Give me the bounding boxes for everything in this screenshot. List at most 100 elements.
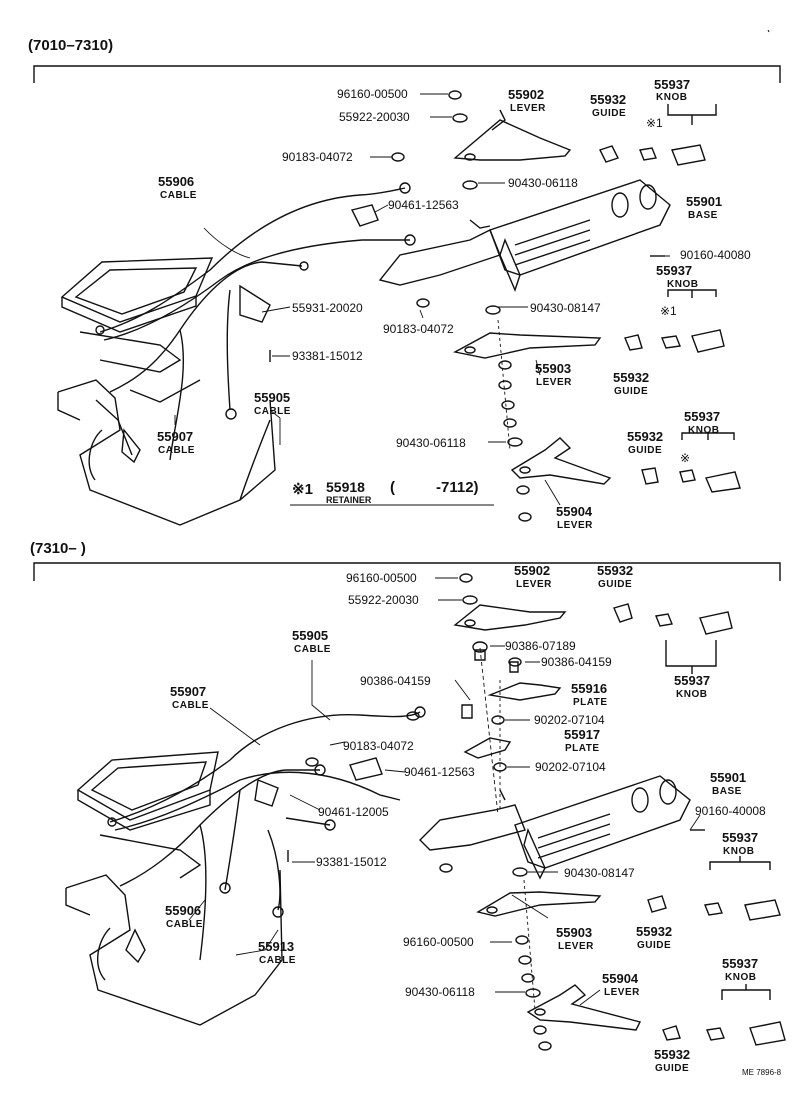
- part-number: 55937: [674, 673, 711, 688]
- part-number: 55905: [254, 390, 291, 405]
- part-number: 55907: [170, 684, 207, 699]
- part-number: 55906: [165, 903, 202, 918]
- part-name: BASE: [688, 210, 718, 221]
- part-number: 55937: [654, 77, 691, 92]
- part-number: 55932: [613, 370, 650, 385]
- part-name: PLATE: [565, 743, 600, 754]
- heater-unit-bottom: [65, 751, 283, 1026]
- diagram-code: ME 7896-8: [742, 1068, 782, 1077]
- part-name: KNOB: [723, 846, 755, 857]
- part-name: GUIDE: [592, 108, 627, 119]
- part-name: CABLE: [160, 190, 197, 201]
- section-header-bottom: (7310– ): [30, 540, 86, 557]
- section-header-top: (7010–7310): [28, 37, 114, 54]
- retainer-range: -7112): [436, 479, 479, 496]
- part-label: 55922-20030: [339, 110, 410, 124]
- leader-lines-bottom: [188, 577, 701, 1006]
- part-number: 55903: [535, 361, 572, 376]
- part-label: 90183-04072: [282, 150, 353, 164]
- part-name: LEVER: [604, 987, 640, 998]
- part-label: 90183-04072: [343, 739, 414, 753]
- part-label: 55922-20030: [348, 593, 419, 607]
- part-name: CABLE: [172, 700, 209, 711]
- part-number: 55904: [602, 971, 639, 986]
- lever-55903-top: [452, 332, 602, 359]
- part-name: KNOB: [667, 279, 699, 290]
- brackets-top: [667, 104, 735, 440]
- lever-55904-bottom: [526, 984, 642, 1031]
- lever-55904-top: [510, 437, 612, 485]
- part-name: KNOB: [676, 689, 708, 700]
- part-label: 90430-08147: [564, 866, 635, 880]
- part-label: 90430-08147: [530, 301, 601, 315]
- part-name: CABLE: [158, 445, 195, 456]
- part-number: 55937: [656, 263, 693, 278]
- part-name: KNOB: [688, 425, 720, 436]
- cables-bottom: [107, 706, 426, 961]
- part-label: 90386-07189: [505, 639, 576, 653]
- section-frame-top: [33, 65, 781, 83]
- part-name: LEVER: [516, 579, 552, 590]
- retainer-range-open: (: [390, 479, 395, 496]
- part-name: CABLE: [166, 919, 203, 930]
- part-number: 55932: [597, 563, 634, 578]
- cables-top: [95, 182, 416, 461]
- part-number: 55932: [590, 92, 627, 107]
- part-label: 93381-15012: [292, 349, 363, 363]
- part-name: GUIDE: [628, 445, 663, 456]
- footnote-mark: ※1: [660, 304, 677, 318]
- part-number: 55932: [636, 924, 673, 939]
- part-label: 90461-12563: [388, 198, 459, 212]
- part-label: 93381-15012: [316, 855, 387, 869]
- part-number: 55937: [684, 409, 721, 424]
- part-number: 55902: [508, 87, 545, 102]
- lever-55902-top: [453, 109, 572, 161]
- part-name: CABLE: [294, 644, 331, 655]
- part-label: 90430-06118: [508, 176, 578, 190]
- part-label: 90461-12563: [404, 765, 475, 779]
- part-label: 90386-04159: [360, 674, 431, 688]
- part-number: 55918: [326, 479, 365, 495]
- part-name: BASE: [712, 786, 742, 797]
- knobs-guides-bottom: [613, 603, 786, 1046]
- part-number: 55932: [627, 429, 664, 444]
- heater-unit-top: [57, 257, 276, 526]
- part-label: 55931-20020: [292, 301, 363, 315]
- section-frame-bottom: [33, 562, 781, 581]
- part-number: 55902: [514, 563, 551, 578]
- part-label: 90430-06118: [405, 985, 475, 999]
- part-name: LEVER: [536, 377, 572, 388]
- washers-bottom: [287, 573, 705, 1051]
- base-55901-bottom: [419, 775, 691, 880]
- part-name: LEVER: [557, 520, 593, 531]
- part-name: KNOB: [656, 92, 688, 103]
- part-name: CABLE: [254, 406, 291, 417]
- part-number: 55913: [258, 939, 295, 954]
- part-number: 55907: [157, 429, 194, 444]
- part-name: LEVER: [510, 103, 546, 114]
- part-number: 55905: [292, 628, 329, 643]
- part-label: 90386-04159: [541, 655, 612, 669]
- part-number: 55917: [564, 727, 601, 742]
- part-name: PLATE: [573, 697, 608, 708]
- lever-55903-bottom: [476, 891, 602, 917]
- part-number: 55906: [158, 174, 195, 189]
- part-name: GUIDE: [637, 940, 672, 951]
- knobs-guides-top: [599, 144, 741, 493]
- plates-bottom: [461, 649, 562, 759]
- part-name: CABLE: [259, 955, 296, 966]
- part-number: 55904: [556, 504, 593, 519]
- part-name: GUIDE: [598, 579, 633, 590]
- part-label: 96160-00500: [403, 935, 474, 949]
- part-number: 55901: [710, 770, 747, 785]
- part-number: 55937: [722, 956, 759, 971]
- part-number: 55903: [556, 925, 593, 940]
- part-label: 90202-07104: [535, 760, 606, 774]
- part-name: RETAINER: [326, 495, 372, 505]
- part-name: KNOB: [725, 972, 757, 983]
- part-label: 96160-00500: [346, 571, 417, 585]
- retainer-mark: ※1: [292, 481, 313, 498]
- leader-lines-top: [174, 93, 670, 506]
- part-number: 55916: [571, 681, 608, 696]
- footnote-mark: ※: [680, 451, 691, 465]
